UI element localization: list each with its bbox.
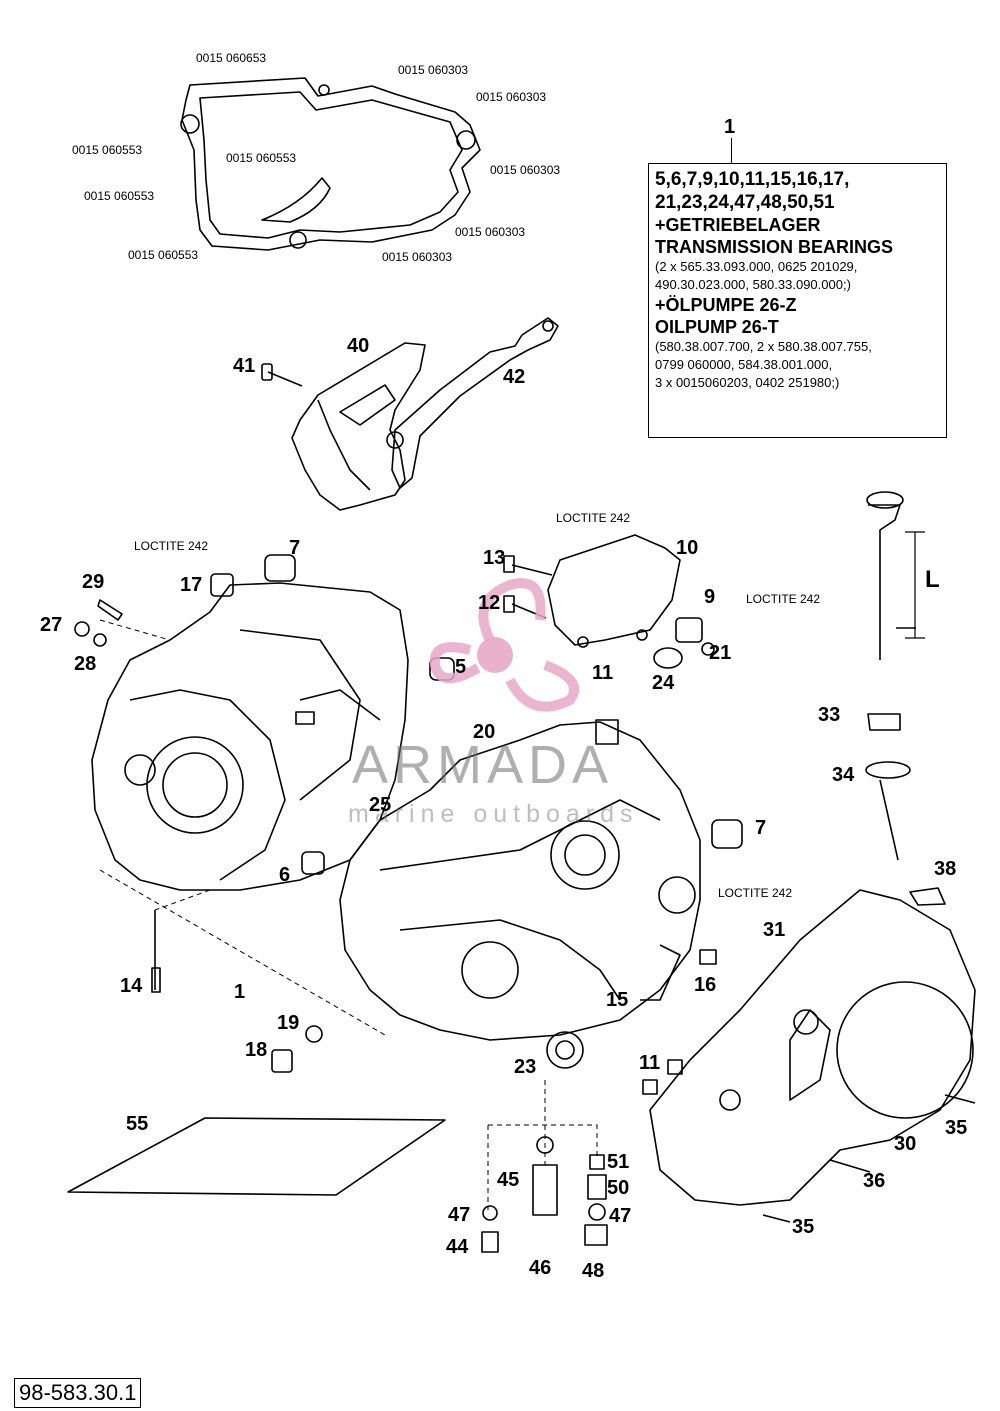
kit-line: TRANSMISSION BEARINGS <box>655 237 894 257</box>
part-number: 23 <box>514 1056 537 1078</box>
part-number: 14 <box>120 975 143 997</box>
part-number: 50 <box>607 1177 630 1199</box>
watermark-brand: ARMADA <box>352 735 614 795</box>
gasket-ref-label: 0015 060303 <box>455 225 526 239</box>
kit-subline: 490.30.023.000, 580.33.090.000;) <box>655 277 851 292</box>
clutch-cover <box>649 889 976 1206</box>
part-number: 17 <box>180 574 203 596</box>
dimension-label: L <box>925 566 940 593</box>
part-number: 11 <box>592 662 614 684</box>
part-number: 11 <box>639 1052 661 1074</box>
gasket-ref-label: 0015 060303 <box>382 250 453 264</box>
kit-subline: (2 x 565.33.093.000, 0625 201029, <box>655 259 858 274</box>
part-number: 7 <box>289 537 301 559</box>
part-number: 16 <box>694 974 717 996</box>
part-number: 30 <box>894 1133 917 1155</box>
part-number: 12 <box>478 592 501 614</box>
part-number: 41 <box>233 355 256 377</box>
diagram-id: 98-583.30.1 <box>14 1378 142 1408</box>
part-number: 47 <box>448 1204 471 1226</box>
kit-line: OILPUMP 26-T <box>655 317 779 337</box>
part-number: 44 <box>446 1236 469 1258</box>
gasket-ref-label: 0015 060553 <box>84 189 155 203</box>
assembly-leaders <box>99 619 598 1210</box>
loctite-note: LOCTITE 242 <box>556 511 631 525</box>
part-number: 24 <box>652 672 675 694</box>
kit-subline: 3 x 0015060203, 0402 251980;) <box>655 375 840 390</box>
part-number: 45 <box>497 1169 520 1191</box>
part-number: 13 <box>483 547 506 569</box>
part-number: 34 <box>832 764 855 786</box>
kit-subline: (580.38.007.700, 2 x 580.38.007.755, <box>655 339 872 354</box>
part-number: 46 <box>529 1257 552 1279</box>
part-number: 35 <box>792 1216 815 1238</box>
loctite-note: LOCTITE 242 <box>746 592 821 606</box>
gasket-ref-label: 0015 060653 <box>196 51 267 65</box>
gasket-ref-label: 0015 060553 <box>128 248 199 262</box>
bushing <box>264 554 296 582</box>
bracket <box>391 317 559 489</box>
part-number: 38 <box>934 858 957 880</box>
part-number: 47 <box>609 1205 632 1227</box>
part-number: 51 <box>607 1151 630 1173</box>
small-parts <box>74 491 976 1253</box>
part-number: 20 <box>473 721 496 743</box>
gasket-ref-label: 0015 060303 <box>490 163 561 177</box>
loctite-note: LOCTITE 242 <box>134 539 209 553</box>
part-number: 42 <box>503 366 526 388</box>
part-number: 40 <box>347 335 370 357</box>
cover-gasket <box>180 77 481 251</box>
gasket-ref-label: 0015 060303 <box>476 90 547 104</box>
kit-line: 21,23,24,47,48,50,51 <box>655 192 835 213</box>
part-number: 6 <box>279 864 291 886</box>
part-number: 10 <box>676 537 699 559</box>
gasket-ref-label: 0015 060303 <box>398 63 469 77</box>
part-number: 35 <box>945 1117 968 1139</box>
part-number: 25 <box>369 794 392 816</box>
right-crankcase-half <box>339 719 701 1041</box>
left-crankcase-half <box>91 582 409 891</box>
kit-leader-line <box>731 138 732 163</box>
kit-line: +GETRIEBELAGER <box>655 215 821 235</box>
gasket-ref-label: 0015 060553 <box>226 151 297 165</box>
kit-line: 5,6,7,9,10,11,15,16,17, <box>655 169 850 190</box>
part-number: 28 <box>74 653 97 675</box>
part-number: 18 <box>245 1039 268 1061</box>
part-number: 19 <box>277 1012 300 1034</box>
part-number: 15 <box>606 989 629 1011</box>
part-number: 21 <box>709 642 732 664</box>
watermark-tagline: marine outboards <box>348 800 639 828</box>
part-number: 29 <box>82 571 105 593</box>
manual-booklet <box>67 1117 446 1196</box>
part-number: 33 <box>818 704 841 726</box>
chain-guard <box>291 342 426 511</box>
loctite-note: LOCTITE 242 <box>718 886 793 900</box>
part-number: 5 <box>455 656 467 678</box>
kit-subline: 0799 060000, 584.38.001.000, <box>655 357 833 372</box>
kit-part-number: 1 <box>724 116 736 138</box>
part-number: 27 <box>40 614 63 636</box>
bolt <box>267 371 303 387</box>
part-number: 55 <box>126 1113 149 1135</box>
gasket-ref-label: 0015 060553 <box>72 143 143 157</box>
part-number: 1 <box>234 981 246 1003</box>
part-number: 36 <box>863 1170 886 1192</box>
kit-contents-box: 5,6,7,9,10,11,15,16,17, 21,23,24,47,48,5… <box>648 163 947 438</box>
part-number: 9 <box>704 586 716 608</box>
part-number: 31 <box>763 919 786 941</box>
part-number: 48 <box>582 1260 605 1282</box>
kit-line: +ÖLPUMPE 26-Z <box>655 295 797 315</box>
part-number: 7 <box>755 817 767 839</box>
